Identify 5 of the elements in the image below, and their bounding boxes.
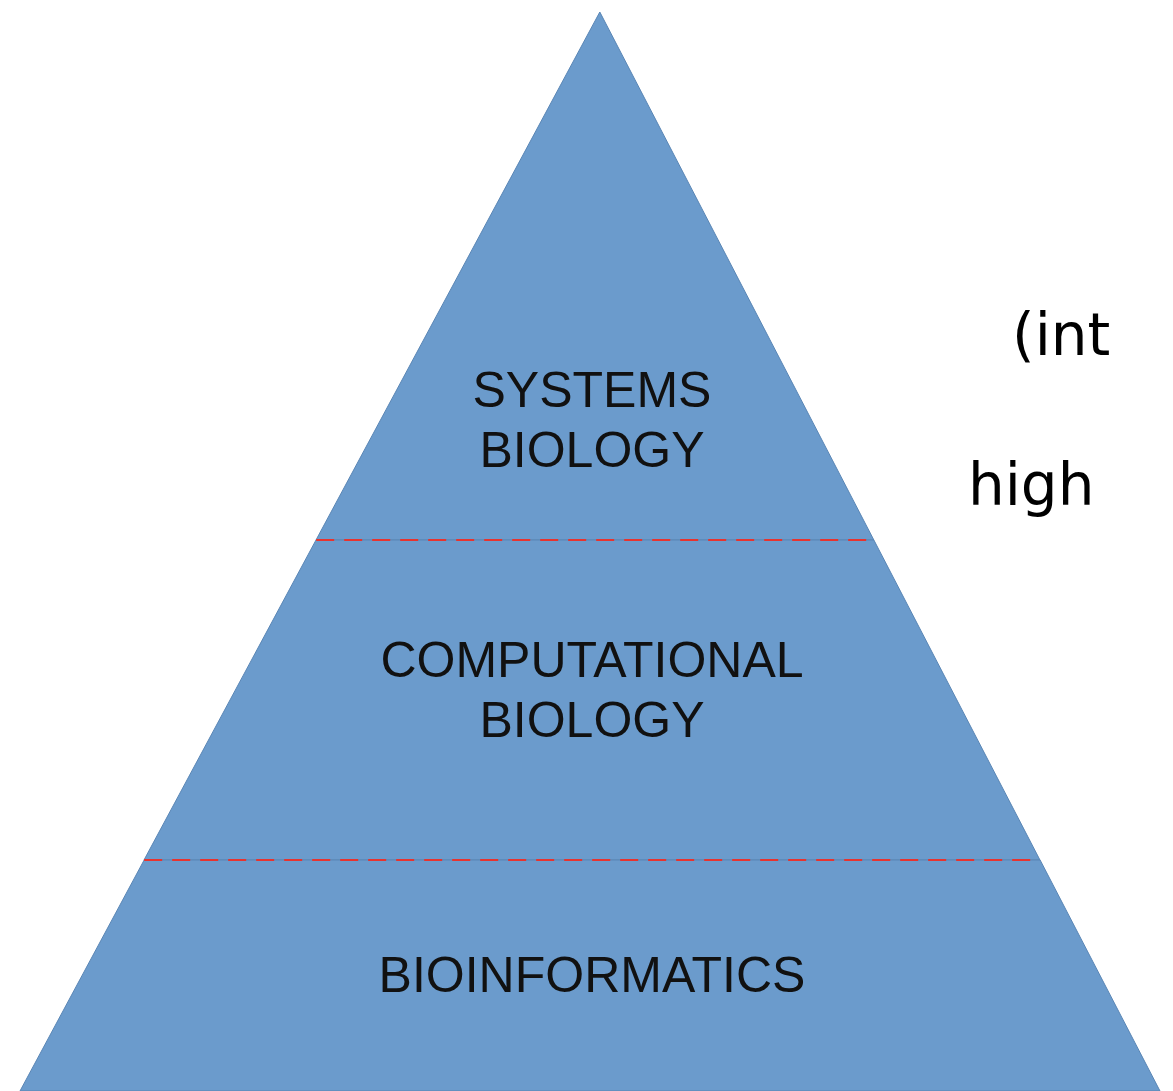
side-text: high — [968, 450, 1095, 520]
tier-label: BIOINFORMATICS — [377, 946, 807, 1005]
side-text: (int — [1012, 300, 1111, 370]
tier-label: COMPUTATIONAL BIOLOGY — [379, 631, 805, 750]
tier-label: SYSTEMS BIOLOGY — [471, 361, 713, 480]
